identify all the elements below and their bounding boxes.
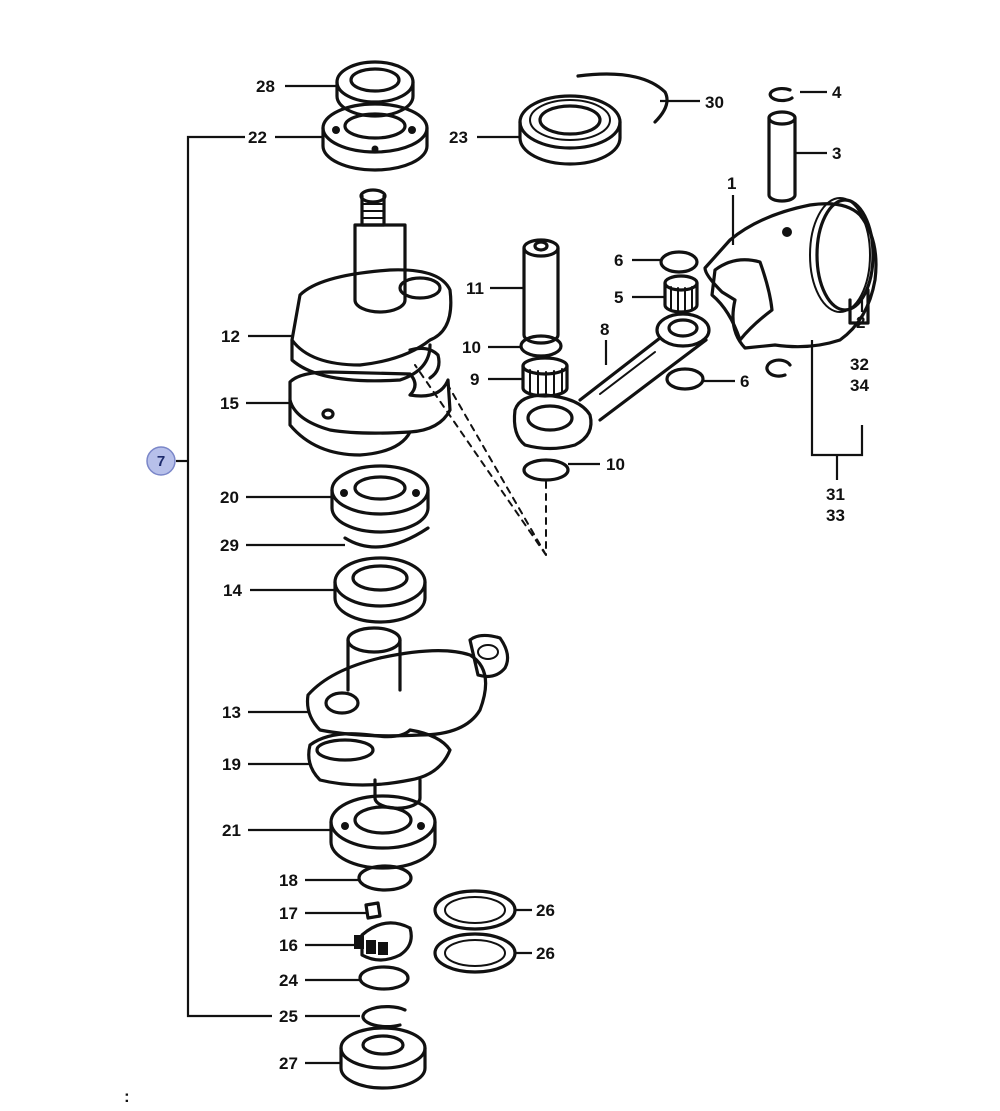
part-30-ring xyxy=(576,72,669,124)
callout-24[interactable]: 24 xyxy=(279,971,298,990)
part-23-bearing xyxy=(518,94,622,166)
leader-lines xyxy=(246,84,864,1065)
callout-9[interactable]: 9 xyxy=(470,370,479,389)
part-5-needle-bearing xyxy=(663,274,699,314)
part-8-connecting-rod xyxy=(512,312,711,451)
callout-6-bottom[interactable]: 6 xyxy=(740,372,749,391)
part-29-ring xyxy=(343,526,430,549)
callout-10-top[interactable]: 10 xyxy=(462,338,481,357)
callout-32[interactable]: 32 xyxy=(850,355,869,374)
part-12-upper-crank xyxy=(290,188,453,383)
callout-3[interactable]: 3 xyxy=(832,144,841,163)
callout-19[interactable]: 19 xyxy=(222,755,241,774)
callout-labels: 28 22 23 30 4 3 1 6 5 8 6 11 10 9 10 12 … xyxy=(124,77,869,1106)
part-14-oil-seal xyxy=(333,556,427,624)
callout-31[interactable]: 31 xyxy=(826,485,845,504)
callout-15[interactable]: 15 xyxy=(220,394,239,413)
callout-7-circle xyxy=(146,446,176,476)
callout-34[interactable]: 34 xyxy=(850,376,869,395)
part-18-ring xyxy=(357,864,413,892)
callout-28[interactable]: 28 xyxy=(256,77,275,96)
callout-13[interactable]: 13 xyxy=(222,703,241,722)
part-21-bearing xyxy=(329,794,437,870)
callout-18[interactable]: 18 xyxy=(279,871,298,890)
callout-7-label: 7 xyxy=(157,453,165,470)
part-24-washer xyxy=(358,965,410,991)
part-3-piston-pin xyxy=(767,110,797,203)
part-9-needle-bearing xyxy=(521,356,569,398)
callout-26-top[interactable]: 26 xyxy=(536,901,555,920)
part-22-bearing xyxy=(321,102,429,172)
piston-clip xyxy=(765,358,792,378)
callout-1[interactable]: 1 xyxy=(727,174,736,193)
callout-16[interactable]: 16 xyxy=(279,936,298,955)
assembly-bracket xyxy=(176,135,272,1018)
callout-17[interactable]: 17 xyxy=(279,904,298,923)
part-28-oil-seal xyxy=(335,60,415,118)
callout-8[interactable]: 8 xyxy=(600,320,609,339)
part-13-lower-crank xyxy=(305,626,510,738)
callout-21[interactable]: 21 xyxy=(222,821,241,840)
callout-10-bottom[interactable]: 10 xyxy=(606,455,625,474)
callout-33[interactable]: 33 xyxy=(826,506,845,525)
callout-25[interactable]: 25 xyxy=(279,1007,298,1026)
part-4-circlip xyxy=(768,86,794,103)
footer-mark: : xyxy=(124,1087,130,1106)
callout-29[interactable]: 29 xyxy=(220,536,239,555)
callout-30[interactable]: 30 xyxy=(705,93,724,112)
callout-23[interactable]: 23 xyxy=(449,128,468,147)
callout-6-top[interactable]: 6 xyxy=(614,251,623,270)
part-10-washer-bottom xyxy=(522,458,570,482)
part-16-gear xyxy=(354,921,413,962)
callout-27[interactable]: 27 xyxy=(279,1054,298,1073)
part-17-key xyxy=(364,901,382,920)
callout-12[interactable]: 12 xyxy=(221,327,240,346)
assembly-axis-lines xyxy=(414,364,547,556)
callout-14[interactable]: 14 xyxy=(223,581,242,600)
part-27-seal xyxy=(339,1026,427,1090)
part-1-piston xyxy=(703,197,878,350)
part-11-crank-pin xyxy=(522,238,560,345)
part-25-circlip xyxy=(361,1005,407,1029)
part-10-washer-top xyxy=(519,334,563,358)
callout-4[interactable]: 4 xyxy=(832,83,842,102)
callout-26-bottom[interactable]: 26 xyxy=(536,944,555,963)
part-20-bearing xyxy=(330,464,430,534)
part-6-washer-bottom xyxy=(665,367,705,391)
callout-5[interactable]: 5 xyxy=(614,288,623,307)
callout-2[interactable]: 2 xyxy=(856,313,865,332)
callout-7-badge[interactable]: 7 xyxy=(146,446,176,476)
part-6-washer-top xyxy=(659,250,699,274)
part-15-lower-crank xyxy=(288,346,452,457)
callout-11[interactable]: 11 xyxy=(466,279,484,298)
callout-22[interactable]: 22 xyxy=(248,128,267,147)
callout-20[interactable]: 20 xyxy=(220,488,239,507)
